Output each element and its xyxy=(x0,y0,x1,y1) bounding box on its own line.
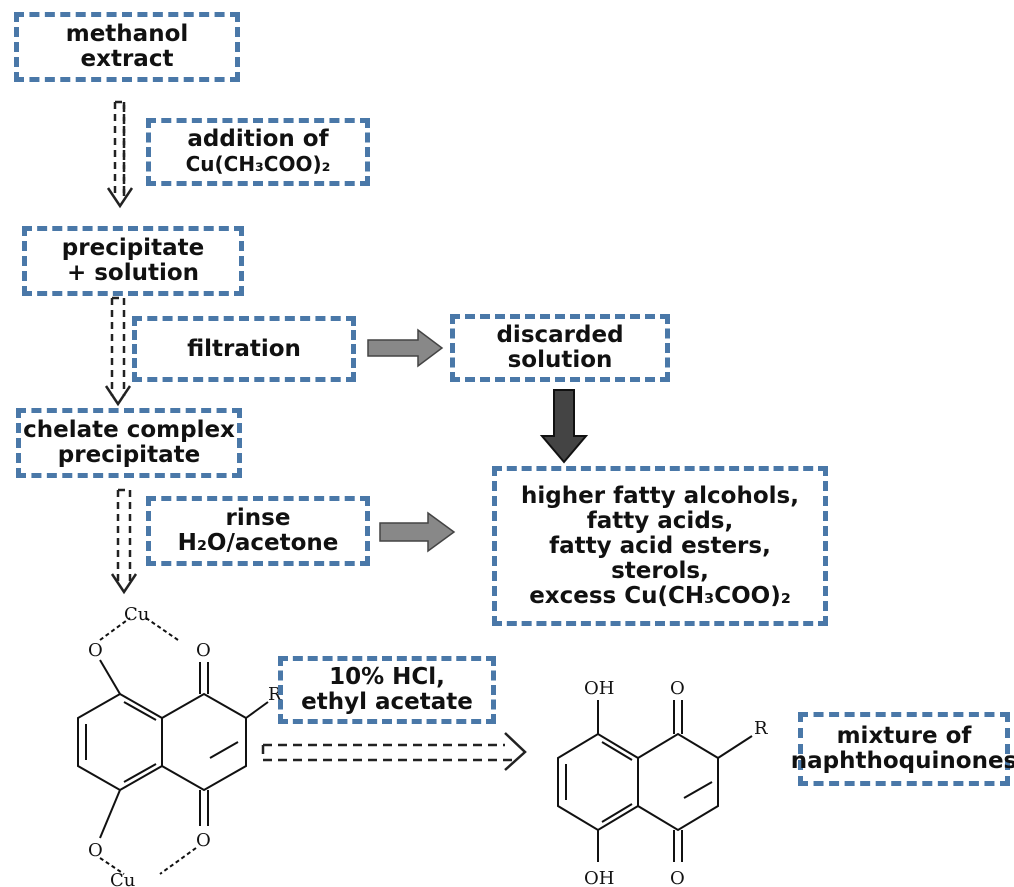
box-line: extract xyxy=(80,46,174,72)
box-line: excess Cu(CH₃COO)₂ xyxy=(529,582,791,609)
dashed-right-arrow xyxy=(261,732,527,771)
box-line: solution xyxy=(507,347,613,373)
dark-down-arrow xyxy=(539,389,589,464)
o-left-bottom-label: O xyxy=(88,840,103,861)
dashed-down-arrow-2 xyxy=(104,296,132,407)
box-line: ethyl acetate xyxy=(301,689,473,715)
box-line: rinse xyxy=(225,505,291,531)
box-line: higher fatty alcohols, xyxy=(521,482,799,509)
gray-arrow-filtration xyxy=(367,328,444,368)
box-line: chelate complex xyxy=(23,417,235,443)
box-line: discarded xyxy=(496,322,624,348)
hcl-ethyl-acetate-box: 10% HCl,ethyl acetate xyxy=(278,656,496,724)
byproducts-box: higher fatty alcohols, fatty acids, fatt… xyxy=(492,466,828,626)
box-line: H₂O/acetone xyxy=(177,530,339,556)
r-label-product: R xyxy=(754,718,768,739)
oh-bottom-label: OH xyxy=(584,868,614,887)
box-line: precipitate xyxy=(57,442,201,468)
box-line: methanol xyxy=(65,21,189,47)
cu-top-label: Cu xyxy=(124,604,149,625)
gray-arrow-rinse xyxy=(379,511,456,553)
box-line: fatty acid esters, xyxy=(549,532,771,559)
box-line: + solution xyxy=(66,260,200,286)
o-left-top-label: O xyxy=(88,640,103,661)
filtration-box: filtration xyxy=(132,316,356,382)
chelate-structure xyxy=(77,617,269,875)
o-right-top-label: O xyxy=(196,640,211,661)
box-line: addition of xyxy=(187,126,329,152)
naphthoquinone-structure xyxy=(557,700,753,862)
box-line: sterols, xyxy=(611,557,709,584)
dashed-down-arrow-3 xyxy=(110,488,138,595)
oh-top-label: OH xyxy=(584,678,614,699)
box-line: naphthoquinones xyxy=(790,748,1014,774)
box-line: mixture of xyxy=(836,723,972,749)
cu-bottom-label: Cu xyxy=(110,870,135,887)
precipitate-solution-box: precipitate+ solution xyxy=(22,226,244,296)
o-top-label: O xyxy=(670,678,685,699)
box-line: 10% HCl, xyxy=(329,664,445,690)
o-bottom-label: O xyxy=(670,868,685,887)
dashed-down-arrow-1 xyxy=(106,100,134,209)
box-line: Cu(CH₃COO)₂ xyxy=(185,152,331,176)
box-line: filtration xyxy=(187,335,301,362)
box-line: fatty acids, xyxy=(586,507,734,534)
box-line: precipitate xyxy=(61,235,205,261)
o-right-bottom-label: O xyxy=(196,830,211,851)
